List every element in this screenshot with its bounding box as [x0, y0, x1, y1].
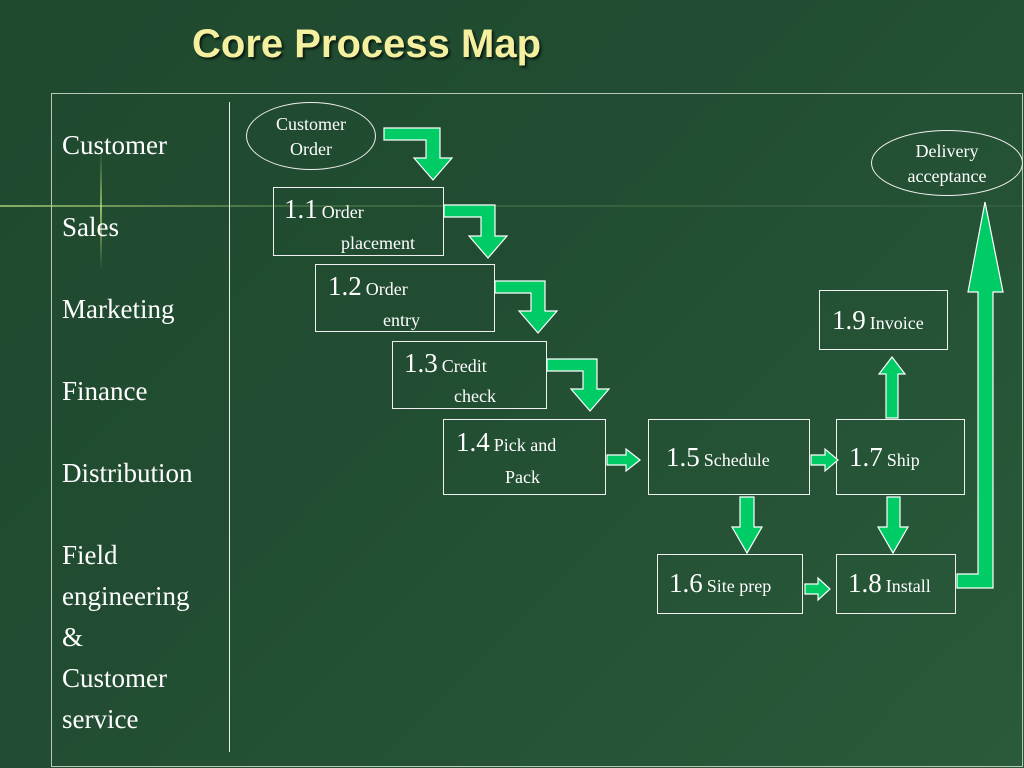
step-1-7: 1.7 Ship: [836, 419, 965, 495]
step-label: Invoice: [869, 313, 924, 333]
step-label: Credit: [441, 356, 487, 376]
elbow-arrow-1-2-to-1-3: [494, 280, 559, 334]
lane-field-engineering: Field engineering & Customer service: [62, 535, 189, 740]
step-number: 1.9: [832, 305, 866, 335]
step-label: check: [454, 386, 496, 406]
step-number: 1.2: [328, 271, 362, 301]
step-1-4: 1.4 Pick and Pack: [443, 419, 606, 495]
lane-marketing: Marketing: [62, 294, 175, 324]
lane-distribution: Distribution: [62, 458, 193, 488]
step-label: entry: [383, 310, 420, 330]
lane-line: Field: [62, 540, 118, 570]
lane-line: engineering: [62, 581, 190, 611]
node-label: Delivery: [915, 141, 979, 161]
lane-line: service: [62, 704, 139, 734]
elbow-arrow-order-to-1-1: [383, 127, 454, 181]
step-number: 1.4: [456, 427, 490, 457]
step-label: Pick and: [493, 435, 557, 455]
step-label: Order: [321, 202, 364, 222]
lane-finance: Finance: [62, 376, 148, 406]
decorative-horizontal-line: [0, 205, 1024, 207]
step-label: Order: [365, 279, 408, 299]
step-number: 1.3: [404, 348, 438, 378]
arrow-1-6-to-1-8: [804, 576, 831, 602]
arrow-1-4-to-1-5: [606, 447, 641, 473]
step-number: 1.7: [849, 442, 883, 472]
arrow-1-7-to-1-9: [877, 356, 907, 419]
step-1-9: 1.9 Invoice: [819, 290, 948, 350]
step-label: Install: [885, 576, 931, 596]
step-label: Site prep: [706, 576, 772, 596]
step-label: Ship: [886, 450, 920, 470]
step-1-8: 1.8 Install: [836, 554, 956, 614]
arrow-1-7-to-1-8: [876, 496, 910, 555]
step-label: Schedule: [703, 450, 770, 470]
node-label: acceptance: [907, 166, 987, 186]
elbow-arrow-1-1-to-1-2: [443, 204, 509, 259]
arrow-1-5-to-1-7: [810, 447, 839, 473]
step-1-2: 1.2 Order entry: [315, 264, 495, 332]
arrow-1-8-to-delivery: [956, 201, 1004, 589]
diagram-frame: [51, 93, 1023, 767]
lane-sales: Sales: [62, 212, 119, 242]
step-label: placement: [341, 233, 415, 253]
step-1-6: 1.6 Site prep: [657, 554, 803, 614]
step-1-3: 1.3 Credit check: [392, 341, 547, 409]
delivery-acceptance-node: Delivery acceptance: [871, 130, 1023, 196]
step-number: 1.6: [669, 568, 703, 598]
decorative-vertical-line: [100, 150, 102, 270]
lane-divider: [229, 102, 230, 752]
slide-title: Core Process Map: [192, 22, 542, 66]
step-label: Pack: [505, 467, 540, 487]
customer-order-node: Customer Order: [246, 102, 376, 170]
node-label: Customer: [276, 114, 346, 134]
step-1-5: 1.5 Schedule: [648, 419, 810, 495]
step-number: 1.1: [284, 194, 318, 224]
node-label: Order: [290, 139, 332, 159]
lane-customer: Customer: [62, 130, 167, 160]
arrow-1-5-to-1-6: [730, 496, 764, 555]
step-number: 1.8: [848, 568, 882, 598]
step-number: 1.5: [666, 442, 700, 472]
lane-line: &: [62, 622, 84, 652]
lane-line: Customer: [62, 663, 167, 693]
elbow-arrow-1-3-to-1-4: [546, 358, 611, 412]
step-1-1: 1.1 Order placement: [273, 187, 444, 256]
